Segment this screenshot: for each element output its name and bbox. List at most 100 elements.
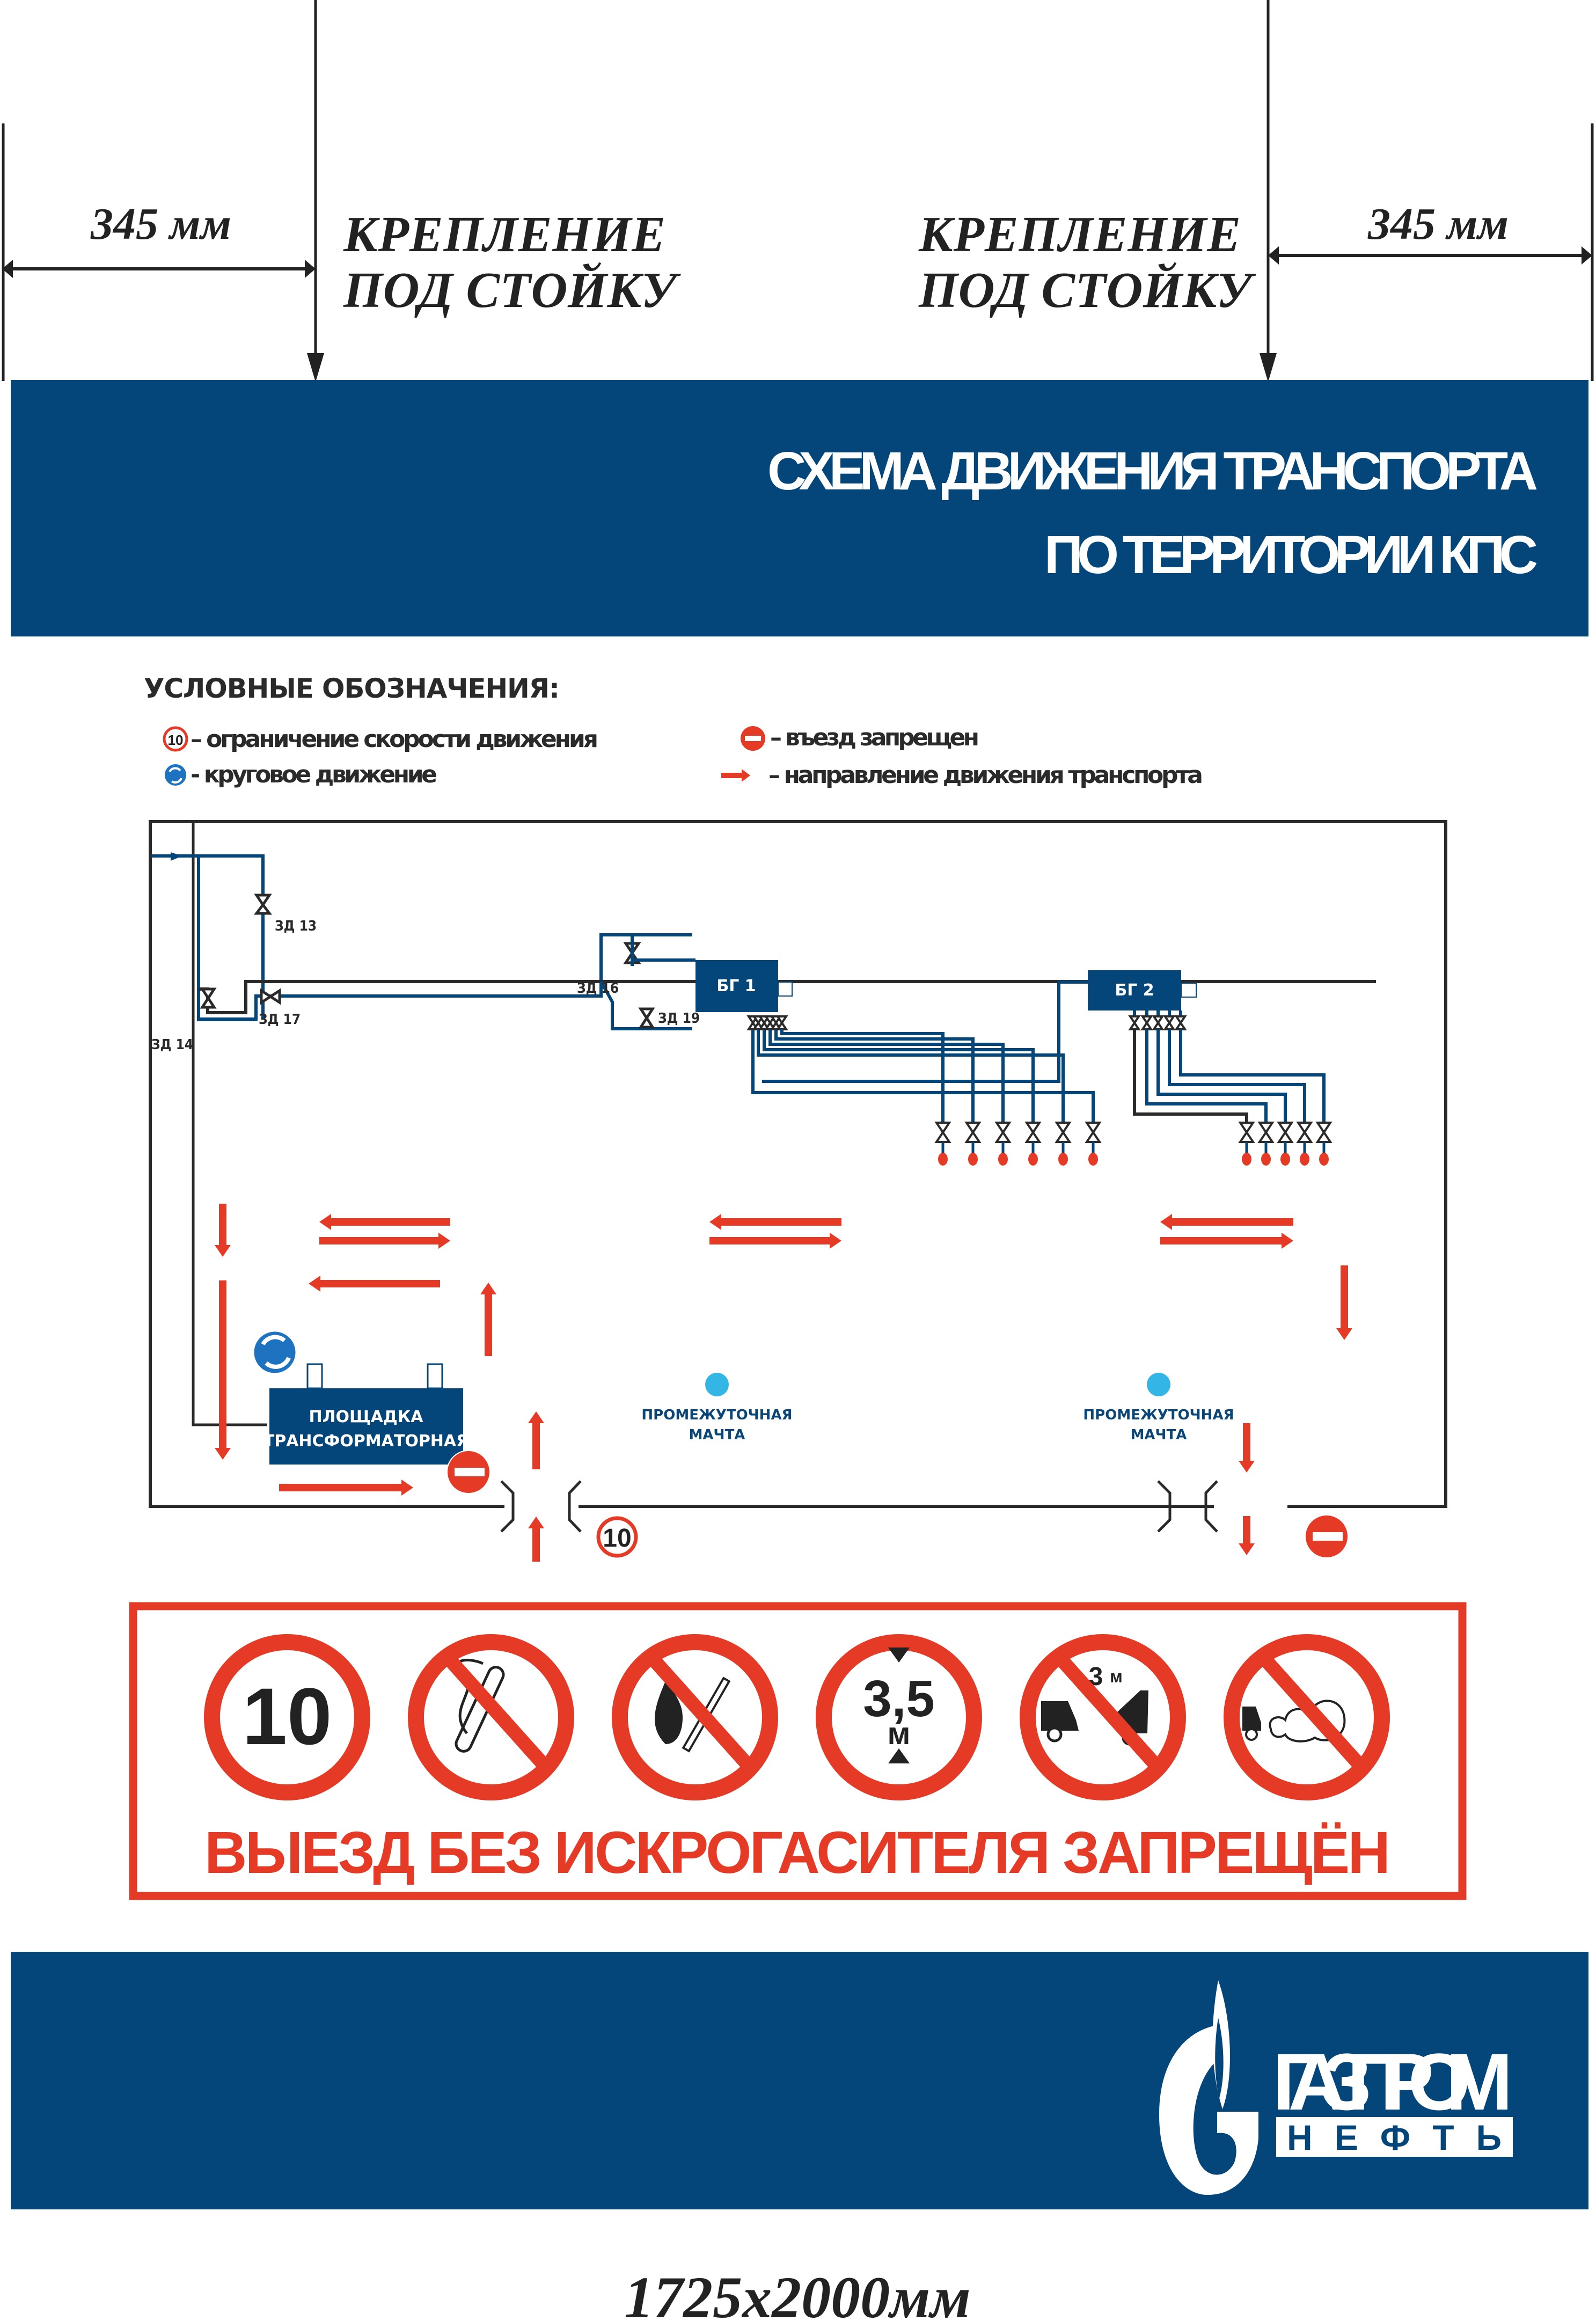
valve-zd14[interactable]: ЗД 14 [151,987,217,1053]
outlet-pipe [1156,1029,1287,1122]
height-top-marker-icon [888,1648,910,1663]
roundabout-sign [252,1330,297,1375]
header-band: СХЕМА ДВИЖЕНИЯ ТРАНСПОРТА ПО ТЕРРИТОРИИ … [11,380,1588,636]
well-head-icon [1028,1153,1038,1166]
truck-icon [1041,1701,1079,1731]
prohibition-slash [649,1656,751,1768]
mast-2[interactable]: ПРОМЕЖУТОЧНАЯ МАЧТА [1083,1373,1234,1443]
valve-icon [200,995,217,1009]
mast-2-label-line2: МАЧТА [1131,1427,1187,1443]
outlet-valve-icon [1174,1015,1187,1025]
inlet-flow-arrow-icon [171,852,182,861]
block-bg2[interactable]: БГ 2 [762,970,1326,1122]
left-offset-label: 345 мм [90,199,231,249]
valve-icon [254,902,272,915]
well-head-icon [1058,1153,1068,1166]
roundabout-arrows-icon [261,1335,291,1369]
traffic-direction-arrow-icon [709,1233,841,1249]
legend-label-roundabout: - круговое движение [191,761,437,788]
traffic-direction-arrow-icon [1239,1423,1255,1473]
no-entry-bar-icon [1313,1532,1343,1541]
traffic-direction-arrow-icon [528,1517,544,1562]
sign-no-smoking [408,1634,574,1800]
page-title-line1: СХЕМА ДВИЖЕНИЯ ТРАНСПОРТА [767,441,1538,501]
logo-neft-box [1276,2117,1513,2157]
sign-height-limit-value: 3,5 [863,1670,934,1727]
bg1-vent-icon [778,982,793,997]
direction-arrow-head-icon [742,769,750,782]
mast-1-label-line2: МАЧТА [689,1427,745,1443]
well-valve-icon [1315,1122,1333,1134]
outlet-valve-icon [1163,1021,1176,1030]
sign-height-limit: 3,5 м [816,1634,982,1800]
traffic-direction-arrow-icon [1336,1265,1352,1340]
block-bg1[interactable]: БГ 1 [631,935,1095,1122]
well-valve-icon [1257,1130,1275,1143]
well-valve-icon [1296,1130,1313,1143]
well-valve-icon [1085,1122,1102,1134]
footer-band: ГАЗПРОМ Н Е Ф Т Ь [11,1952,1588,2209]
gate-speed-limit-text: 10 [603,1524,631,1553]
right-offset-label: 345 мм [1367,199,1509,249]
outlet-pipe [1179,1029,1326,1122]
bg1-box [695,960,778,1012]
right-dim-arrow-start-icon [1268,246,1279,265]
valve-zd13[interactable]: ЗД 13 [254,894,317,934]
right-mount-arrow-icon [1260,353,1277,382]
warning-panel: 10 3,5 м 3 [129,1602,1467,1900]
well-valve-icon [964,1130,982,1143]
pipeline-zd19-branch [599,980,692,1030]
vehicle-icon [1242,1707,1261,1731]
legend-item-direction: – направление движения транспорта [721,762,1203,789]
valve-label-zd19: ЗД 19 [658,1011,700,1027]
valve-zd16[interactable]: ЗД 16 [577,942,641,997]
power-cable [192,822,267,1426]
well-head-icon [1280,1153,1290,1166]
vehicle-wheel-icon [1245,1728,1258,1741]
outlet-pipe [1145,1029,1268,1122]
gate-left-post-a [500,1480,515,1533]
valve-label-zd14: ЗД 14 [151,1037,193,1053]
well-valve-icon [1296,1122,1313,1134]
bg1-label: БГ 1 [716,977,756,995]
mast-1[interactable]: ПРОМЕЖУТОЧНАЯ МАЧТА [641,1373,793,1443]
well-head-icon [1088,1153,1098,1166]
speed-limit-icon-text: 10 [168,732,184,748]
sign-height-limit-unit: м [888,1716,911,1751]
roundabout-arrows-icon [169,767,182,784]
legend-item-roundabout: - круговое движение [164,761,437,788]
outlet-pipe [763,1029,1035,1122]
outlet-pipe [780,1029,945,1122]
valve-label-zd16: ЗД 16 [577,980,619,997]
truck-wheel-icon [1046,1726,1063,1742]
well-head-icon [968,1153,978,1166]
speed-limit-icon [163,726,188,752]
site-boundary [149,820,1447,1508]
outlet-valve-icon [775,1015,788,1025]
well-valve-icon [964,1122,982,1134]
prohibition-slash [1261,1656,1363,1768]
overall-size-label: 1725х2000мм [624,2265,971,2321]
no-entry-sign-right-gate [1305,1514,1349,1558]
well-valve-icon [1055,1130,1072,1143]
well-valve-icon [1055,1122,1072,1134]
logo-flame-inner-icon [1215,2018,1224,2098]
traffic-direction-arrow-icon [319,1214,450,1230]
well-head-icon [938,1153,948,1166]
valve-zd19[interactable]: ЗД 19 [638,1007,700,1029]
page-title-line2: ПО ТЕРРИТОРИИ КПС [1044,525,1538,585]
valve-zd17[interactable]: ЗД 17 [259,988,301,1028]
site-map: ЗД 13 ЗД 14 ЗД 16 ЗД 17 ЗД 19 БГ 1 [149,820,1447,1562]
prohibition-slash [445,1656,547,1768]
speed-limit-icon [596,1516,638,1558]
outlet-valve-icon [1140,1015,1153,1025]
transformer-vent-right-icon [427,1363,443,1389]
outlet-valve-icon [775,1021,788,1030]
left-dim-arrow-start-icon [2,260,13,278]
height-bottom-marker-icon [888,1748,910,1763]
bg2-box [1088,970,1181,1011]
transformer-pad[interactable]: ПЛОЩАДКА ТРАНСФОРМАТОРНАЯ [263,1363,469,1465]
left-dim-arrow-end-icon [305,260,316,278]
mast-1-label-line1: ПРОМЕЖУТОЧНАЯ [641,1407,792,1423]
